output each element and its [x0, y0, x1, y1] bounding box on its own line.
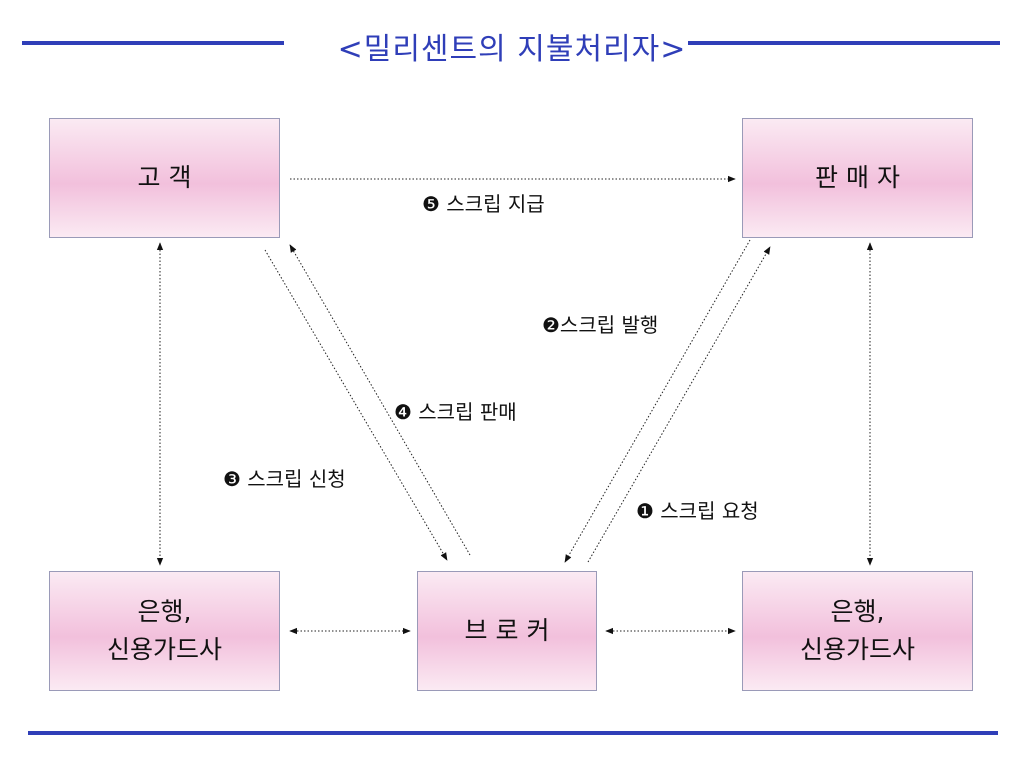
label-scrip-payment: ❺ 스크립 지급: [422, 192, 545, 216]
node-broker-label: 브 로 커: [464, 616, 550, 645]
node-seller-label: 판 매 자: [815, 163, 900, 192]
node-bank-right-line2: 신용가드사: [799, 635, 915, 664]
label-scrip-issue: ❷스크립 발행: [542, 313, 659, 337]
arrow-broker-to-customer: [289, 244, 471, 556]
node-broker: 브 로 커: [417, 571, 597, 691]
page-title: <밀리센트의 지불처리자>: [337, 32, 687, 67]
arrow-customer-to-broker: [264, 249, 448, 561]
node-bank-left-line2: 신용가드사: [106, 635, 222, 664]
label-scrip-sale: ❹ 스크립 판매: [394, 400, 517, 424]
title-rule-left: [22, 41, 284, 45]
label-scrip-request: ❶ 스크립 요청: [636, 499, 759, 523]
node-customer: 고 객: [49, 118, 280, 238]
node-bank-right: 은행, 신용가드사: [742, 571, 973, 691]
node-seller: 판 매 자: [742, 118, 973, 238]
title-rule-right: [688, 41, 1000, 45]
node-bank-left: 은행, 신용가드사: [49, 571, 280, 691]
arrow-broker-to-seller: [587, 246, 771, 563]
arrow-seller-to-broker: [564, 239, 751, 563]
node-bank-right-line1: 은행,: [830, 597, 885, 626]
label-scrip-apply: ❸ 스크립 신청: [223, 467, 346, 491]
node-bank-left-line1: 은행,: [137, 597, 192, 626]
node-customer-label: 고 객: [137, 163, 192, 192]
bottom-rule: [28, 731, 998, 735]
